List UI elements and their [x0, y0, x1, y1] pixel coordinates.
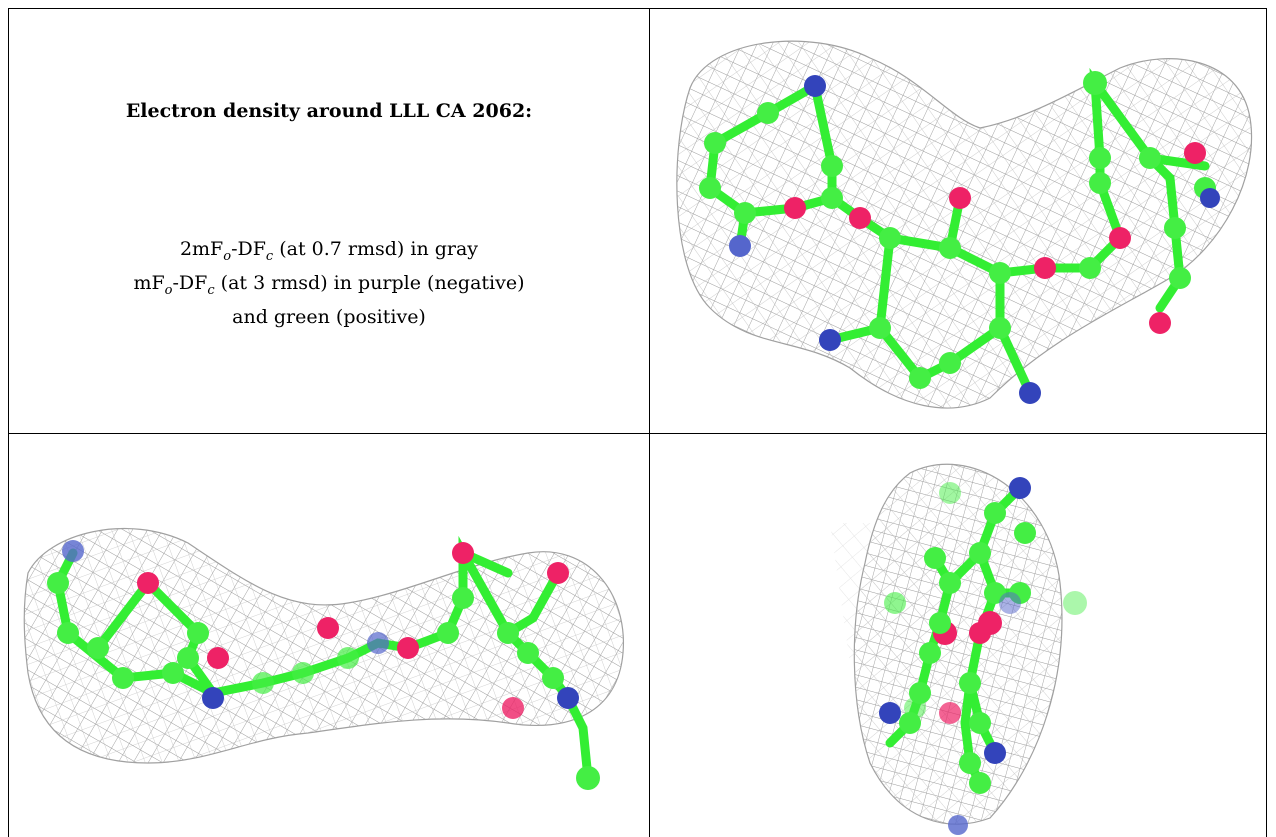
caption-line-3: and green (positive) [232, 305, 426, 328]
figure-heading: Electron density around LLL CA 2062: [125, 100, 533, 122]
molecule-view-top [650, 433, 1266, 837]
border-left [8, 8, 9, 837]
caption-line-1: 2mFo-DFc (at 0.7 rmsd) in gray [179, 238, 479, 264]
border-vertical-middle [649, 8, 650, 837]
description-cell: Electron density around LLL CA 2062: 2mF… [8, 8, 650, 433]
border-right [1266, 8, 1267, 837]
molecule-view-front [650, 8, 1266, 433]
border-top [8, 8, 1267, 9]
density-render-front [676, 40, 1253, 409]
figure-caption: 2mFo-DFc (at 0.7 rmsd) in gray mFo-DFc (… [8, 236, 650, 330]
density-render-top [830, 463, 1087, 835]
density-render-side [23, 528, 624, 790]
caption-line-2: mFo-DFc (at 3 rmsd) in purple (negative) [133, 271, 525, 298]
molecule-view-side [8, 433, 650, 837]
border-horizontal-middle [8, 433, 1267, 434]
